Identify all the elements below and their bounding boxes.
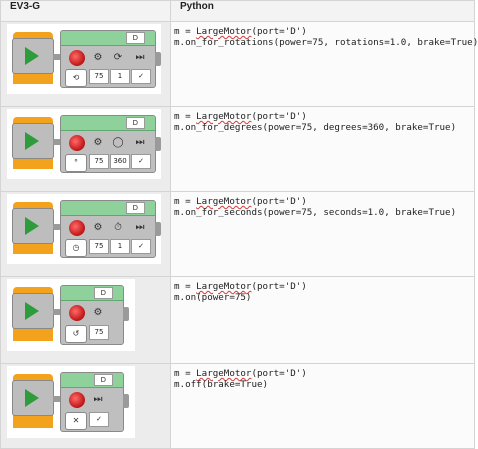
large-motor-block: D ⚙ ⏱ ⏭ ◷ 75 1 ✓ (60, 200, 156, 258)
port-label: D (125, 202, 145, 214)
degrees-icon: ◯ (112, 137, 124, 148)
brake-icon: ⏭ (93, 394, 103, 405)
python-code: m = LargeMotor(port='D') m.on(power=75) (174, 281, 307, 303)
table-row: D ⚙ ◯ ⏭ ° 75 360 ✓ m = LargeMotor(port='… (0, 106, 475, 192)
check-icon: ✓ (89, 412, 109, 427)
large-motor-icon (69, 50, 85, 66)
start-block (12, 287, 54, 341)
start-block (12, 117, 54, 169)
port-label: D (93, 287, 113, 299)
play-icon (25, 47, 39, 65)
large-motor-icon (69, 220, 85, 236)
ev3g-program-image: D ⚙ ↺ 75 (7, 279, 135, 351)
table-row: D ⚙ ↺ 75 m = LargeMotor(port='D') m.on(p… (0, 276, 475, 364)
port-label: D (125, 32, 145, 44)
power-icon: ⚙ (93, 307, 103, 318)
power-value: 75 (89, 154, 109, 169)
start-block (12, 374, 54, 428)
python-code: m = LargeMotor(port='D') m.on_for_rotati… (174, 26, 478, 48)
check-icon: ✓ (131, 154, 151, 169)
python-cell: m = LargeMotor(port='D') m.on_for_rotati… (170, 21, 478, 107)
ev3g-cell: D ⏭ ✕ ✓ (0, 363, 171, 449)
mode-selector-rotations-icon: ⟲ (65, 69, 87, 87)
seconds-icon: ⏱ (114, 222, 122, 233)
brake-icon: ⏭ (135, 137, 145, 148)
python-cell: m = LargeMotor(port='D') m.on_for_second… (170, 191, 475, 277)
python-code: m = LargeMotor(port='D') m.off(brake=Tru… (174, 368, 307, 390)
brake-icon: ⏭ (135, 222, 145, 233)
start-block (12, 202, 54, 254)
power-icon: ⚙ (93, 222, 103, 233)
col-header-python: Python (170, 0, 475, 22)
port-label: D (125, 117, 145, 129)
python-cell: m = LargeMotor(port='D') m.on_for_degree… (170, 106, 475, 192)
col-header-ev3g: EV3-G (0, 0, 171, 22)
large-motor-icon (69, 135, 85, 151)
python-code: m = LargeMotor(port='D') m.on_for_degree… (174, 111, 457, 133)
large-motor-block: D ⚙ ↺ 75 (60, 285, 124, 345)
python-cell: m = LargeMotor(port='D') m.off(brake=Tru… (170, 363, 475, 449)
ev3g-cell: D ⚙ ⟳ ⏭ ⟲ 75 1 ✓ (0, 21, 171, 107)
start-block (12, 32, 54, 84)
large-motor-block: D ⏭ ✕ ✓ (60, 372, 124, 432)
brake-icon: ⏭ (135, 52, 145, 63)
large-motor-block: D ⚙ ⟳ ⏭ ⟲ 75 1 ✓ (60, 30, 156, 88)
ev3g-program-image: D ⏭ ✕ ✓ (7, 366, 135, 438)
play-icon (25, 389, 39, 407)
ev3g-cell: D ⚙ ⏱ ⏭ ◷ 75 1 ✓ (0, 191, 171, 277)
ev3g-program-image: D ⚙ ⏱ ⏭ ◷ 75 1 ✓ (7, 194, 161, 264)
header-row: EV3-G Python (0, 0, 475, 22)
port-label: D (93, 374, 113, 386)
ev3g-program-image: D ⚙ ◯ ⏭ ° 75 360 ✓ (7, 109, 161, 179)
rotations-icon: ⟳ (113, 52, 123, 63)
play-icon (25, 302, 39, 320)
degrees-value: 360 (110, 154, 130, 169)
ev3g-program-image: D ⚙ ⟳ ⏭ ⟲ 75 1 ✓ (7, 24, 161, 94)
table-row: D ⚙ ⟳ ⏭ ⟲ 75 1 ✓ m = LargeMotor(port='D'… (0, 21, 478, 107)
table-row: D ⏭ ✕ ✓ m = LargeMotor(port='D') m.off(b… (0, 363, 475, 449)
rotations-value: 1 (110, 69, 130, 84)
large-motor-icon (69, 392, 85, 408)
play-icon (25, 132, 39, 150)
python-code: m = LargeMotor(port='D') m.on_for_second… (174, 196, 457, 218)
mode-selector-on-icon: ↺ (65, 325, 87, 343)
ev3g-cell: D ⚙ ↺ 75 (0, 276, 171, 364)
seconds-value: 1 (110, 239, 130, 254)
check-icon: ✓ (131, 239, 151, 254)
mode-selector-degrees-icon: ° (65, 154, 87, 172)
power-icon: ⚙ (93, 137, 103, 148)
check-icon: ✓ (131, 69, 151, 84)
power-value: 75 (89, 239, 109, 254)
play-icon (25, 217, 39, 235)
power-value: 75 (89, 325, 109, 340)
ev3g-cell: D ⚙ ◯ ⏭ ° 75 360 ✓ (0, 106, 171, 192)
table-row: D ⚙ ⏱ ⏭ ◷ 75 1 ✓ m = LargeMotor(port='D'… (0, 191, 475, 277)
large-motor-block: D ⚙ ◯ ⏭ ° 75 360 ✓ (60, 115, 156, 173)
large-motor-icon (69, 305, 85, 321)
python-cell: m = LargeMotor(port='D') m.on(power=75) (170, 276, 475, 364)
power-icon: ⚙ (93, 52, 103, 63)
cross-icon: ✕ (65, 412, 87, 430)
mode-selector-seconds-icon: ◷ (65, 239, 87, 257)
power-value: 75 (89, 69, 109, 84)
